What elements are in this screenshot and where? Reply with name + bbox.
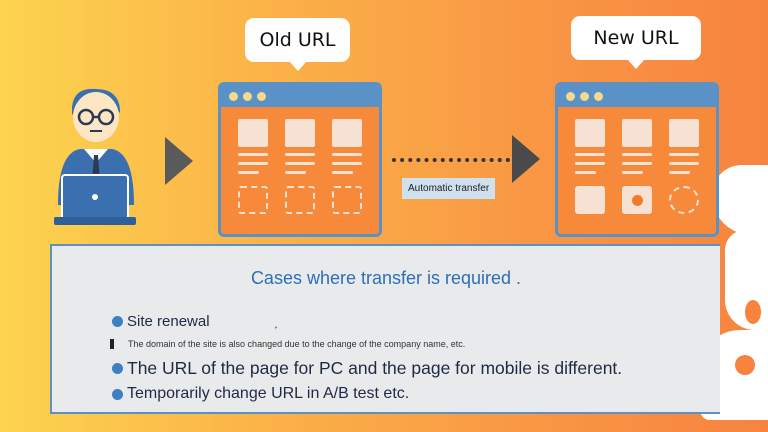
content-column	[237, 119, 268, 214]
transfer-cases-panel: Cases where transfer is required . Site …	[50, 244, 720, 414]
decor-blob-4	[745, 300, 761, 324]
list-item-text: The URL of the page for PC and the page …	[127, 358, 623, 378]
list-item-note: The domain of the site is also changed d…	[110, 339, 465, 349]
arrow-right-icon	[165, 137, 193, 185]
dotted-connector	[392, 158, 510, 162]
content-column	[621, 119, 652, 214]
window-dot-icon	[229, 91, 238, 101]
window-dot-icon	[580, 91, 589, 101]
content-column	[284, 119, 315, 214]
window-dot-icon	[566, 91, 575, 101]
note-text: The domain of the site is also changed d…	[128, 339, 466, 349]
old-site-window	[218, 82, 382, 237]
window-dot-icon	[243, 91, 252, 101]
content-column	[669, 119, 700, 214]
list-item-text: Site renewal	[127, 313, 210, 330]
content-column	[574, 119, 605, 214]
panel-title: Cases where transfer is required .	[250, 268, 522, 288]
new-url-bubble: New URL	[571, 16, 701, 69]
list-item: Temporarily change URL in A/B test etc.	[112, 385, 409, 403]
bullet-dot-icon	[112, 388, 123, 400]
bullet-dot-icon	[112, 363, 123, 374]
bullet-dot-icon	[112, 316, 123, 327]
new-url-label: New URL	[593, 27, 679, 49]
old-url-bubble: Old URL	[245, 18, 350, 71]
note-marker-icon	[110, 339, 114, 349]
list-item: The URL of the page for PC and the page …	[112, 358, 622, 379]
list-item-mark: ˏ	[273, 314, 278, 329]
automatic-transfer-label: Automatic transfer	[402, 178, 496, 199]
arrow-right-icon	[512, 135, 540, 183]
new-site-window	[555, 82, 719, 237]
list-item-text: Temporarily change URL in A/B test etc.	[127, 385, 410, 402]
window-title-bar	[221, 85, 379, 107]
decor-blob-5	[735, 355, 755, 375]
list-item: Site renewal ˏ	[112, 313, 278, 330]
window-dot-icon	[594, 91, 603, 101]
user-at-laptop-icon	[54, 88, 136, 225]
window-title-bar	[558, 85, 716, 107]
old-url-label: Old URL	[259, 29, 336, 51]
decor-blob-1	[712, 165, 768, 235]
window-dot-icon	[257, 91, 266, 101]
content-column	[332, 119, 363, 214]
